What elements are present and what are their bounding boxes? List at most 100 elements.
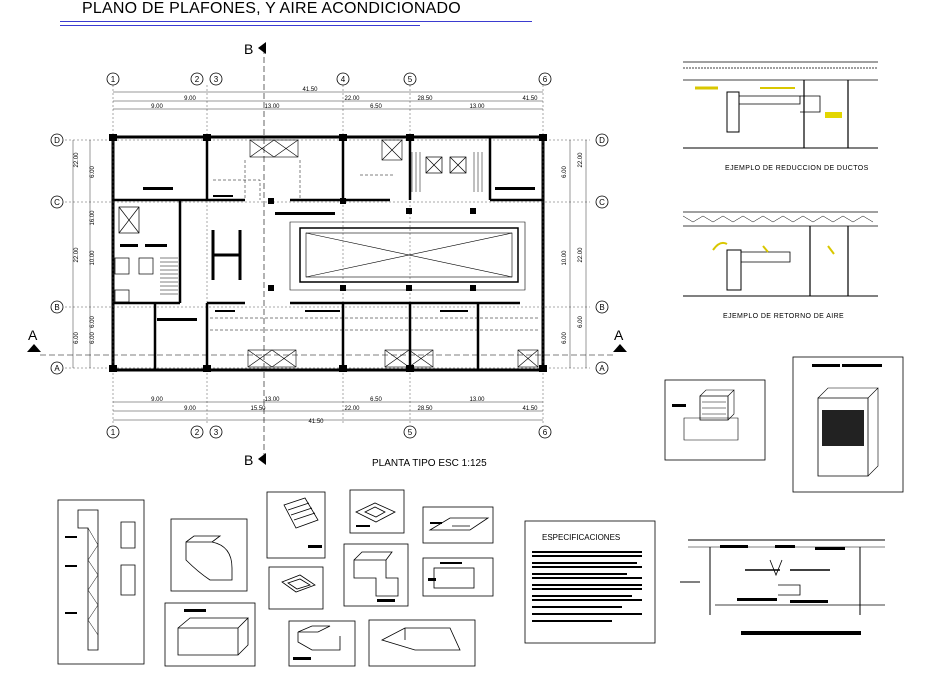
- section-mark-a-right: A: [614, 327, 624, 343]
- dimension-labels: 41.50 9.00 22.00 28.50 41.50 9.00 13.00 …: [151, 87, 538, 425]
- duct-details: [57, 489, 494, 667]
- transition-detail: [288, 620, 356, 667]
- elevators: [114, 156, 467, 303]
- elbow-detail: [170, 518, 248, 592]
- duct-section-detail: [680, 539, 885, 635]
- svg-text:10.00: 10.00: [90, 250, 96, 266]
- offset-detail: [368, 619, 476, 667]
- svg-text:5: 5: [408, 75, 413, 84]
- axis-bubble: 3: [209, 425, 223, 439]
- page-title: PLANO DE PLAFONES, Y AIRE ACONDICIONADO: [82, 0, 461, 17]
- axis-bubbles-bottom: 1 2 3 5 6: [106, 425, 552, 439]
- svg-text:6.00: 6.00: [90, 316, 96, 328]
- svg-text:15.50: 15.50: [250, 406, 266, 412]
- interior-walls: [113, 137, 543, 370]
- plenum-detail: [422, 506, 494, 544]
- svg-text:13.00: 13.00: [264, 397, 280, 403]
- axis-bubble: A: [50, 361, 64, 375]
- svg-text:6.00: 6.00: [74, 332, 80, 344]
- svg-text:41.50: 41.50: [522, 96, 538, 102]
- section-mark-b-bottom: B: [244, 452, 253, 468]
- axis-bubble: 2: [190, 72, 204, 86]
- svg-text:9.00: 9.00: [184, 96, 196, 102]
- svg-text:41.50: 41.50: [522, 406, 538, 412]
- stairs: [160, 152, 483, 295]
- axis-bubble: A: [595, 361, 609, 375]
- axis-bubbles-top: 1 2 3 4 5 6: [106, 72, 552, 86]
- svg-text:1: 1: [111, 428, 116, 437]
- axis-bubble: C: [50, 195, 64, 209]
- svg-text:C: C: [54, 198, 60, 207]
- svg-text:6.00: 6.00: [90, 166, 96, 178]
- central-void: [299, 227, 519, 283]
- duct-reduction-detail: [683, 61, 878, 149]
- svg-text:2: 2: [195, 428, 200, 437]
- ceiling-diffuser-detail: [349, 489, 405, 534]
- reducer-detail: [164, 602, 256, 667]
- svg-text:6.00: 6.00: [562, 166, 568, 178]
- axis-bubble: 6: [538, 72, 552, 86]
- diffusers: [247, 139, 539, 368]
- axis-bubble: D: [595, 133, 609, 147]
- svg-text:41.50: 41.50: [302, 87, 318, 93]
- section-mark-a-left: A: [28, 327, 38, 343]
- axis-bubble: D: [50, 133, 64, 147]
- axis-bubble: C: [595, 195, 609, 209]
- axis-bubble: B: [50, 300, 64, 314]
- axis-bubble: B: [595, 300, 609, 314]
- columns: [109, 134, 547, 372]
- svg-text:28.50: 28.50: [417, 406, 433, 412]
- duct-reduction-caption: EJEMPLO DE REDUCCION DE DUCTOS: [725, 165, 869, 172]
- duct-riser-detail: [57, 499, 145, 665]
- fan-box-detail: [422, 557, 494, 597]
- svg-text:22.00: 22.00: [344, 96, 360, 102]
- side-dimension-labels: 22.00 22.00 6.00 6.00 16.00 10.00 6.00 6…: [74, 152, 584, 344]
- svg-text:5: 5: [408, 428, 413, 437]
- svg-text:6.50: 6.50: [370, 104, 382, 110]
- svg-text:B: B: [599, 303, 604, 312]
- svg-text:6: 6: [543, 428, 548, 437]
- svg-text:16.00: 16.00: [90, 210, 96, 226]
- specifications-text-lines: [532, 551, 642, 622]
- axis-bubble: 6: [538, 425, 552, 439]
- section-markers: B B A A: [27, 41, 627, 468]
- axis-bubble: 2: [190, 425, 204, 439]
- plan-caption: PLANTA TIPO ESC 1:125: [372, 458, 487, 469]
- section-mark-b-top: B: [244, 41, 253, 57]
- axis-bubble: 5: [403, 425, 417, 439]
- diffuser-detail: [268, 566, 324, 610]
- svg-text:22.00: 22.00: [74, 247, 80, 263]
- ducts: [210, 160, 540, 331]
- svg-text:1: 1: [111, 75, 116, 84]
- specifications-heading: ESPECIFICACIONES: [542, 533, 620, 542]
- svg-text:22.00: 22.00: [578, 247, 584, 263]
- svg-text:13.00: 13.00: [469, 104, 485, 110]
- axis-bubble: 1: [106, 72, 120, 86]
- svg-text:9.00: 9.00: [184, 406, 196, 412]
- svg-text:28.50: 28.50: [417, 96, 433, 102]
- tee-detail: [343, 543, 409, 607]
- svg-text:9.00: 9.00: [151, 104, 163, 110]
- axis-bubbles-side: D C B A D C B A: [50, 133, 609, 375]
- condenser-box-large: [792, 356, 904, 493]
- svg-text:A: A: [599, 364, 605, 373]
- svg-text:6.00: 6.00: [578, 316, 584, 328]
- svg-text:22.00: 22.00: [344, 406, 360, 412]
- svg-text:4: 4: [341, 75, 346, 84]
- condenser-box-small: [664, 379, 766, 461]
- svg-text:B: B: [54, 303, 59, 312]
- svg-text:6: 6: [543, 75, 548, 84]
- axis-bubble: 4: [336, 72, 350, 86]
- svg-text:3: 3: [214, 428, 219, 437]
- svg-text:9.00: 9.00: [151, 397, 163, 403]
- air-return-caption: EJEMPLO DE RETORNO DE AIRE: [723, 313, 844, 320]
- title-underline: [60, 21, 532, 22]
- svg-text:10.00: 10.00: [562, 250, 568, 266]
- svg-text:D: D: [599, 136, 605, 145]
- svg-text:6.00: 6.00: [562, 332, 568, 344]
- svg-text:13.00: 13.00: [469, 397, 485, 403]
- svg-text:D: D: [54, 136, 60, 145]
- specifications-panel: ESPECIFICACIONES: [524, 520, 656, 644]
- axis-bubble: 1: [106, 425, 120, 439]
